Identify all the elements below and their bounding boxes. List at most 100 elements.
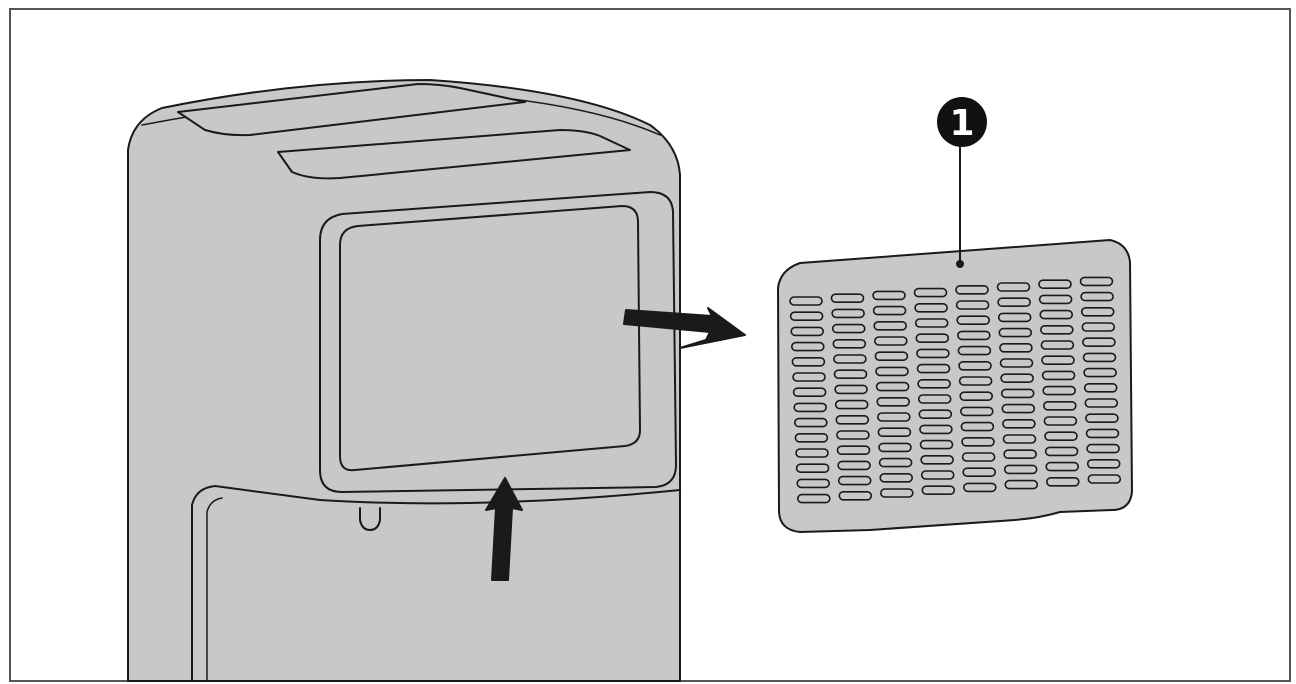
filter-slot [959, 406, 994, 417]
filter-slot [1080, 291, 1114, 302]
filter-slot [961, 452, 996, 462]
filter-slot [876, 412, 911, 422]
filter-slot [873, 336, 908, 346]
filter-slot [957, 345, 992, 356]
filter-slot [1046, 476, 1080, 487]
filter-slot [917, 394, 952, 404]
filter-slot [914, 302, 948, 313]
filter-slot [999, 358, 1034, 368]
filter-slot [835, 414, 870, 425]
filter-slot [876, 396, 911, 407]
filter-slot [956, 315, 991, 326]
filter-slot [956, 330, 991, 341]
filter-slot [997, 312, 1032, 323]
filter-slot [1082, 352, 1117, 363]
top-vent-slot-1 [177, 83, 526, 137]
filter-slot [832, 338, 867, 349]
filter-slot [997, 297, 1031, 308]
callout-badge-circle [937, 97, 987, 147]
filter-slot [1044, 446, 1079, 457]
filter-outline [777, 239, 1133, 533]
filter-slot [919, 439, 954, 450]
filter-slot [872, 290, 906, 301]
filter-slot [1004, 479, 1039, 490]
filter-slot [873, 320, 908, 331]
filter-slot [1081, 322, 1116, 332]
filter-slot [795, 448, 829, 458]
filter-slot [1043, 400, 1077, 411]
filter-slot [796, 493, 831, 504]
filter-slot [917, 378, 951, 389]
filter-slot [1040, 340, 1075, 350]
filter-slot [794, 432, 829, 443]
callout-leader-dot [956, 260, 964, 268]
drain-knob [359, 507, 381, 531]
filter-slot [1042, 385, 1076, 396]
filter-slot [1085, 428, 1120, 439]
filter-slot [920, 470, 955, 480]
filter-slot [1045, 461, 1079, 472]
filter-slot [793, 402, 828, 413]
filter-slot [1002, 434, 1037, 444]
filter-slot [1039, 309, 1073, 320]
filter-slot [1041, 370, 1076, 381]
filter-slot-grid [789, 276, 1122, 504]
filter-slot [1003, 449, 1037, 460]
filter-slot [836, 430, 870, 440]
filter-slot [999, 342, 1033, 353]
filter-slot [878, 442, 912, 453]
filter-slot [1002, 418, 1036, 429]
air-conditioner-unit [127, 79, 681, 682]
filter-slot [1085, 413, 1119, 424]
filter-slot [1044, 431, 1078, 442]
filter-slot [920, 454, 954, 465]
filter-slot [1038, 294, 1073, 305]
filter-slot [830, 293, 865, 304]
filter-slot [833, 369, 868, 380]
filter-slot [914, 318, 949, 328]
filter-slot [958, 360, 992, 371]
filter-slot [1086, 443, 1120, 454]
arrow-right-icon [623, 307, 746, 349]
filter-slot [958, 376, 993, 386]
filter-slot [791, 356, 826, 367]
filter-slot [1003, 464, 1038, 475]
filter-slot [834, 399, 869, 410]
filter-slot [834, 384, 868, 395]
filter-slot [1080, 306, 1115, 317]
filter-slot [790, 341, 825, 352]
filter-slot [875, 381, 910, 392]
unit-lower-panel-edge [191, 485, 681, 682]
filter-slot [1083, 382, 1118, 393]
filter-slot [838, 490, 873, 501]
filter-recess-panel [339, 205, 641, 472]
filter-slot [789, 311, 824, 322]
filter-slot [1086, 458, 1121, 469]
filter-slot [921, 485, 956, 496]
filter-slot [877, 427, 912, 438]
filter-slot [833, 354, 867, 364]
filter-slot [875, 366, 909, 377]
filter-slot [916, 363, 951, 374]
filter-slot [837, 475, 872, 486]
filter-slot [962, 467, 997, 478]
filter-slot [918, 409, 953, 420]
filter-slot [879, 472, 914, 483]
filter-slot [913, 287, 948, 298]
filter-slot [1000, 388, 1035, 399]
filter-slot [915, 333, 950, 344]
filter-slot [796, 478, 831, 489]
arrow-up-icon [485, 477, 523, 581]
filter-slot [793, 417, 828, 428]
filter-slot [1083, 367, 1117, 378]
filter-slot [1038, 279, 1072, 290]
filter-slot [961, 436, 995, 447]
callout-number: 1 [949, 103, 974, 144]
unit-lower-panel-inner-edge [206, 497, 223, 682]
filter-slot [789, 296, 823, 306]
filter-slot [879, 488, 914, 498]
filter-slot [837, 460, 871, 471]
filter-slot [955, 300, 990, 310]
filter-slot [962, 482, 997, 493]
